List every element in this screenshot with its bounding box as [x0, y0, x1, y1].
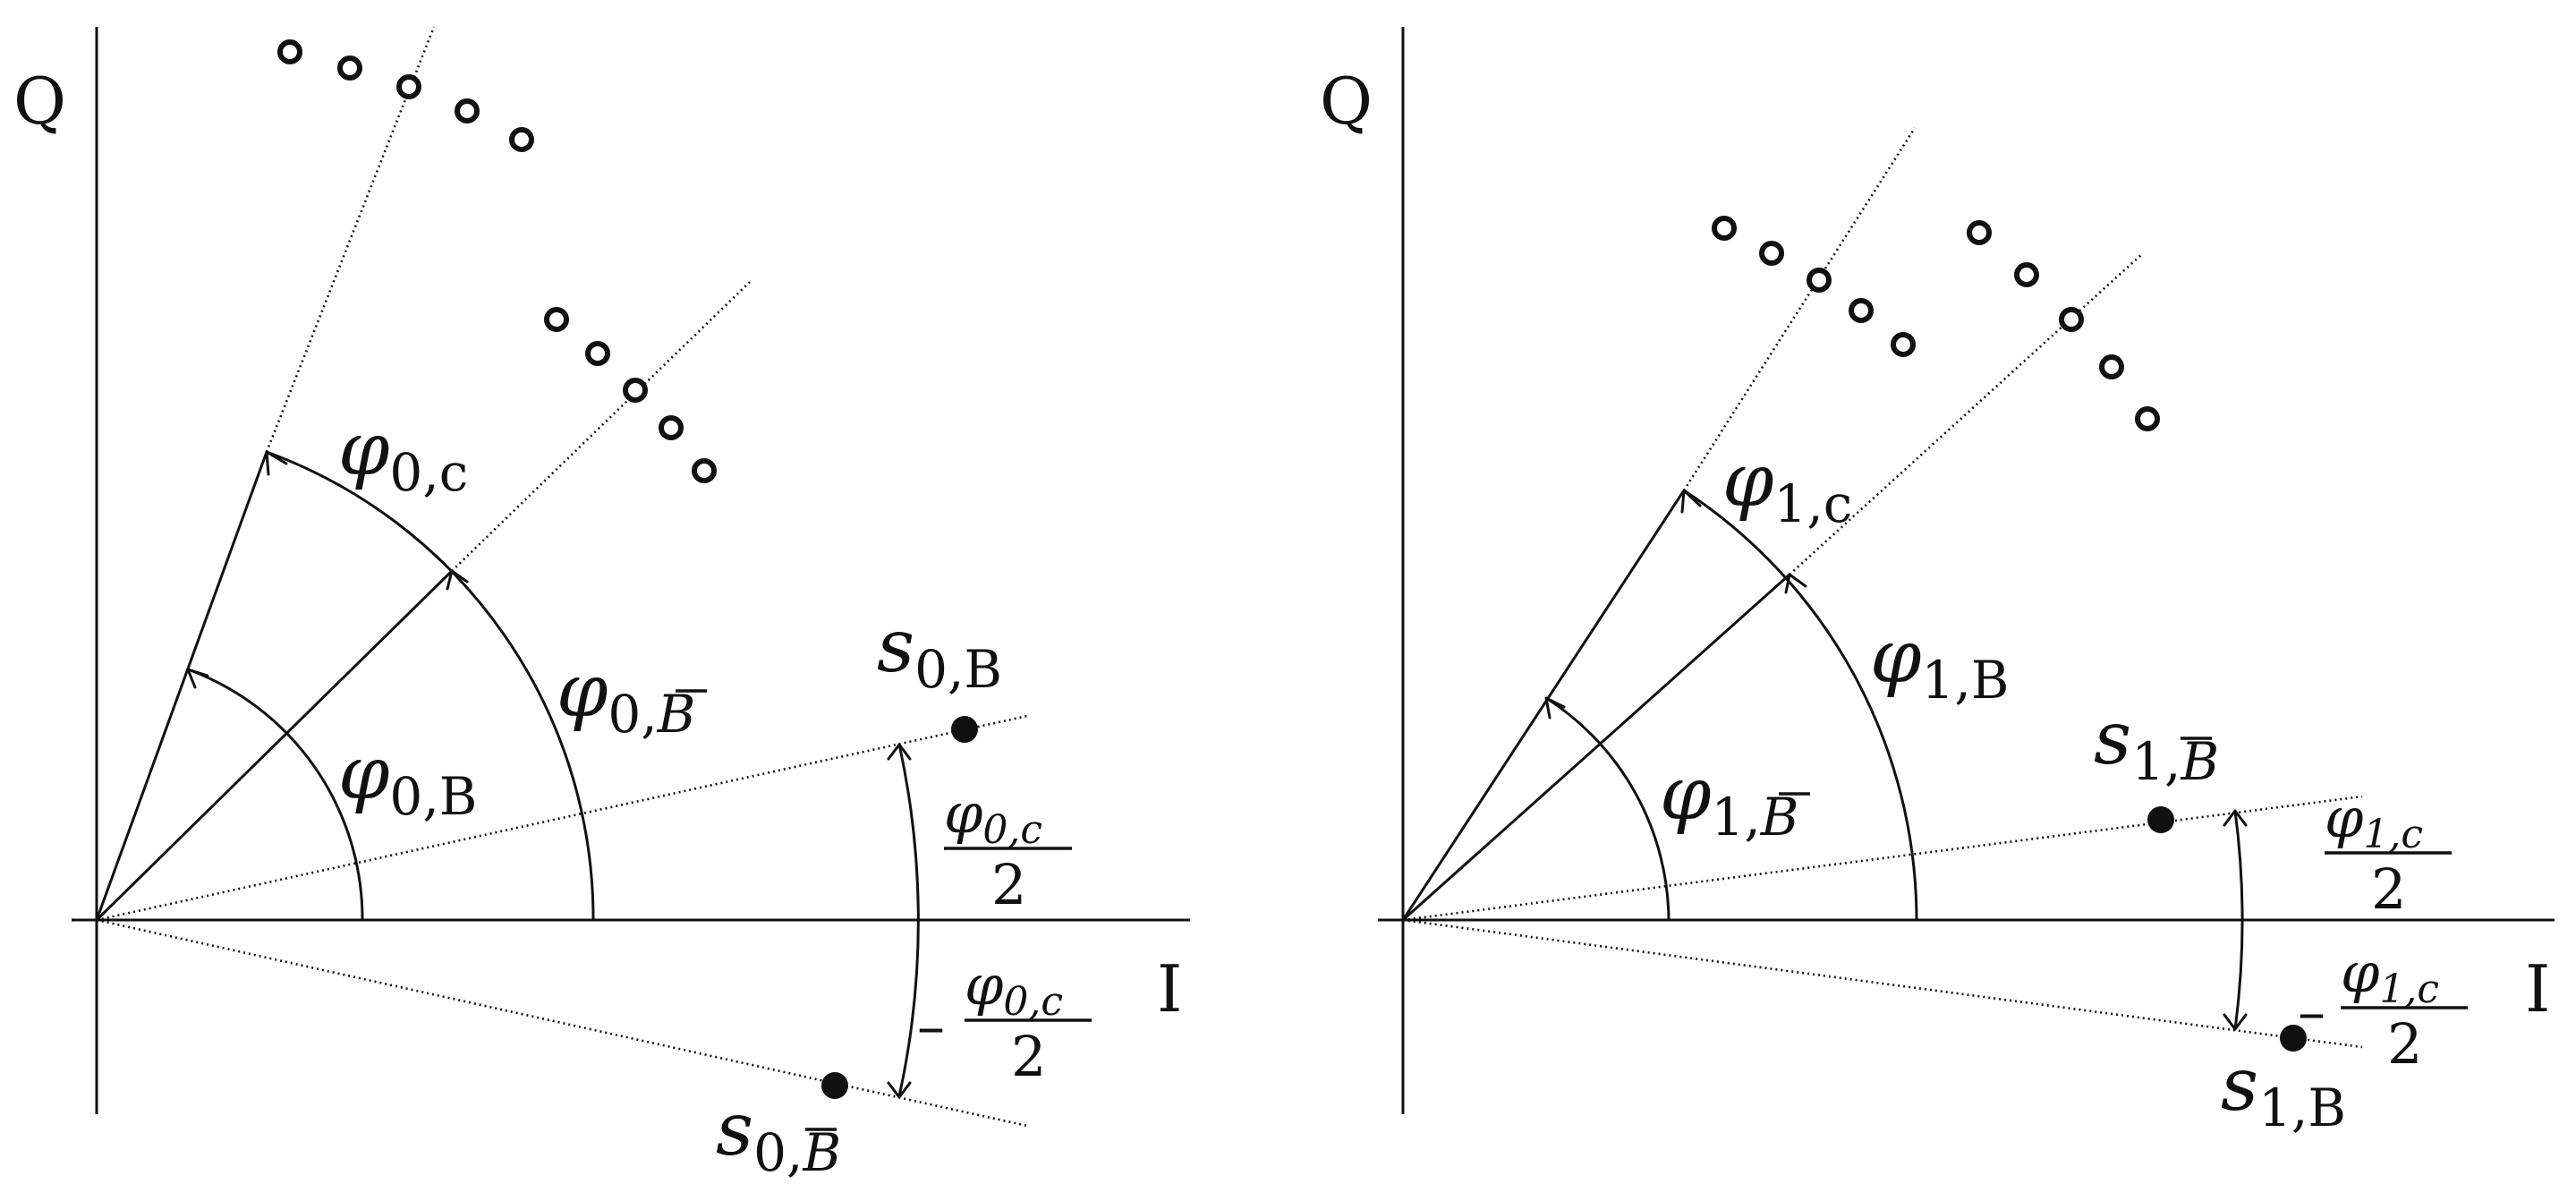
left-frac-neg: – φ0,c 2 — [917, 952, 1092, 1089]
right-arc-outer — [1683, 489, 1918, 921]
left-label-s-lower: s0,B — [716, 1087, 841, 1183]
right-ray-s-upper — [1402, 795, 2363, 922]
left-point-s-upper — [951, 716, 978, 743]
right-arc-half — [2233, 810, 2244, 1030]
left-frac-pos-numerator: φ0,c — [944, 780, 1042, 853]
right-ray-s-lower — [1402, 918, 2363, 1049]
right-frac-pos-numerator: φ1,c — [2325, 785, 2423, 857]
right-frac-neg-denominator: 2 — [2387, 1011, 2422, 1077]
left-frac-neg-numerator: φ0,c — [965, 952, 1063, 1025]
left-arrow-inner — [186, 668, 209, 689]
left-constellation-lower — [544, 307, 717, 483]
right-ray-inner-dotted — [1789, 252, 2144, 575]
left-ray-s-lower — [96, 918, 1028, 1128]
right-arrow-inner — [1544, 696, 1566, 720]
right-frac-neg: – φ1,c 2 — [2298, 940, 2468, 1077]
right-frac-pos-denominator: 2 — [2371, 856, 2406, 922]
left-panel: Q I — [13, 26, 1190, 1183]
right-ray-outer-solid — [1401, 490, 1686, 921]
left-arrow-outer — [265, 450, 288, 476]
left-point-s-lower — [821, 1072, 848, 1099]
left-ray-outer-dotted — [265, 26, 436, 453]
right-label-s-lower: s1,B — [2221, 1043, 2346, 1138]
left-label-phi-c: φ0,c — [338, 407, 468, 503]
left-label-s-upper: s0,B — [877, 604, 1002, 700]
right-label-phi-c: φ1,c — [1722, 439, 1852, 534]
right-ray-inner-solid — [1402, 573, 1790, 922]
left-frac-neg-sign: – — [917, 993, 945, 1059]
left-ray-inner-dotted — [451, 281, 751, 572]
right-label-s-upper: s1,B — [2094, 696, 2219, 792]
left-ray-inner-solid — [95, 569, 454, 922]
left-arrow-mid — [446, 569, 469, 591]
left-frac-neg-denominator: 2 — [1011, 1024, 1046, 1089]
left-q-axis-label: Q — [13, 64, 66, 139]
right-frac-pos: φ1,c 2 — [2325, 785, 2452, 922]
right-arrow-half-up — [2223, 809, 2248, 827]
right-constellation-left — [1712, 216, 1916, 357]
right-point-s-lower — [2280, 1025, 2307, 1052]
right-arrow-mid — [1784, 573, 1807, 594]
left-constellation-upper — [277, 39, 534, 152]
left-arrow-half-down — [887, 1081, 912, 1099]
right-frac-neg-sign: – — [2298, 979, 2325, 1044]
left-i-axis-label: I — [1157, 951, 1182, 1026]
left-label-phi-outer: φ0,B — [557, 649, 695, 745]
right-frac-neg-numerator: φ1,c — [2341, 940, 2439, 1012]
left-arc-outer — [266, 450, 595, 921]
left-ray-outer-solid — [95, 451, 268, 921]
right-panel: Q I — [1320, 27, 2555, 1138]
right-label-phi-inner: φ1,B — [1660, 752, 1798, 848]
right-ray-outer-dotted — [1682, 127, 1917, 491]
right-q-axis-label: Q — [1320, 64, 1373, 139]
left-frac-pos-denominator: 2 — [991, 852, 1026, 917]
left-arrow-half-up — [887, 743, 912, 761]
left-frac-pos: φ0,c 2 — [944, 780, 1072, 917]
right-arc-inner — [1545, 696, 1671, 921]
right-point-s-upper — [2147, 806, 2174, 833]
left-arc-inner — [187, 668, 364, 921]
left-arc-half — [897, 744, 920, 1097]
right-constellation-right — [1967, 220, 2160, 431]
right-label-phi-outer: φ1,B — [1870, 615, 2009, 711]
right-arrow-half-down — [2223, 1013, 2248, 1031]
right-arrow-outer — [1680, 489, 1702, 514]
left-label-phi-inner: φ0,B — [338, 731, 477, 827]
right-i-axis-label: I — [2525, 951, 2550, 1026]
